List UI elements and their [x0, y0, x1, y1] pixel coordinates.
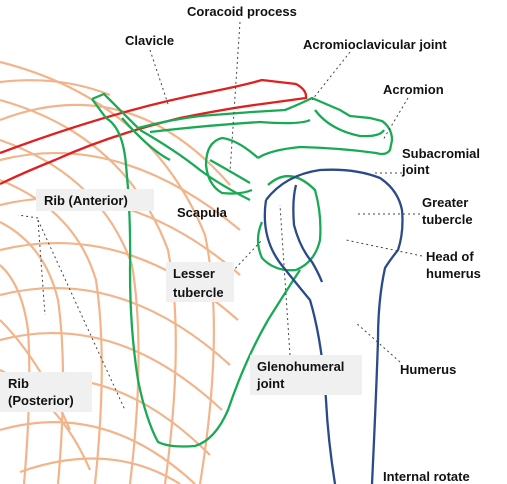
clavicle-label: Clavicle — [125, 33, 174, 48]
rib-curve — [0, 332, 223, 411]
subacromial-label-line2: joint — [401, 162, 430, 177]
rib-posterior-label-box — [0, 372, 92, 412]
rib-curve — [0, 264, 31, 484]
humerus-outline — [263, 168, 404, 484]
acromion-label: Acromion — [383, 82, 444, 97]
rib-curve — [0, 421, 196, 484]
leader-lines — [17, 21, 423, 411]
rib-curve — [0, 151, 241, 231]
coracoid-process-label: Coracoid process — [187, 4, 297, 19]
acromioclavicular-joint-label: Acromioclavicular joint — [303, 37, 447, 52]
head-of-humerus-label-line1: Head of — [426, 249, 474, 264]
rib-posterior-label-line2: (Posterior) — [8, 393, 74, 408]
leader-coracoid-process — [229, 21, 241, 173]
clavicle-outline — [0, 78, 308, 186]
glenohumeral-joint-label-line2: joint — [256, 376, 285, 391]
leader-humerus — [354, 321, 401, 363]
subacromial-label-line1: Subacromial — [402, 146, 480, 161]
leader-clavicle — [149, 49, 169, 105]
greater-tubercle-label-line1: Greater — [422, 195, 468, 210]
internal-rotate-label: Internal rotate — [383, 469, 470, 484]
rib-posterior-label-line1: Rib — [8, 376, 29, 391]
greater-tubercle-label-line2: tubercle — [422, 212, 473, 227]
lesser-tubercle-label-line2: tubercle — [173, 285, 224, 300]
leader-glenohumeral-joint — [279, 204, 291, 356]
rib-curve — [0, 60, 215, 484]
glenohumeral-joint-label-line1: Glenohumeral — [257, 359, 344, 374]
leader-lesser-tubercle — [231, 239, 263, 273]
leader-acromioclavicular-joint — [311, 51, 351, 101]
rib-anterior-label: Rib (Anterior) — [44, 193, 128, 208]
leader-acromion — [382, 97, 409, 141]
rib-curve — [0, 221, 65, 484]
rib-curve — [19, 457, 181, 484]
head-of-humerus-label-line2: humerus — [426, 266, 481, 281]
rib-anterior-label-box — [36, 189, 154, 211]
leader-rib-anterior-1 — [37, 219, 46, 316]
rib-curve — [0, 138, 140, 484]
lesser-tubercle-label-box — [166, 262, 234, 302]
lesser-tubercle-label-line1: Lesser — [173, 266, 215, 281]
rib-curve — [0, 79, 111, 97]
rib-curve — [0, 319, 72, 431]
leader-head-of-humerus — [345, 239, 423, 257]
glenohumeral-joint-label-box — [250, 355, 362, 395]
rib-curve — [0, 286, 231, 366]
leader-rib-anterior-3 — [17, 214, 39, 219]
humerus-label: Humerus — [400, 362, 456, 377]
scapula-label: Scapula — [177, 205, 228, 220]
